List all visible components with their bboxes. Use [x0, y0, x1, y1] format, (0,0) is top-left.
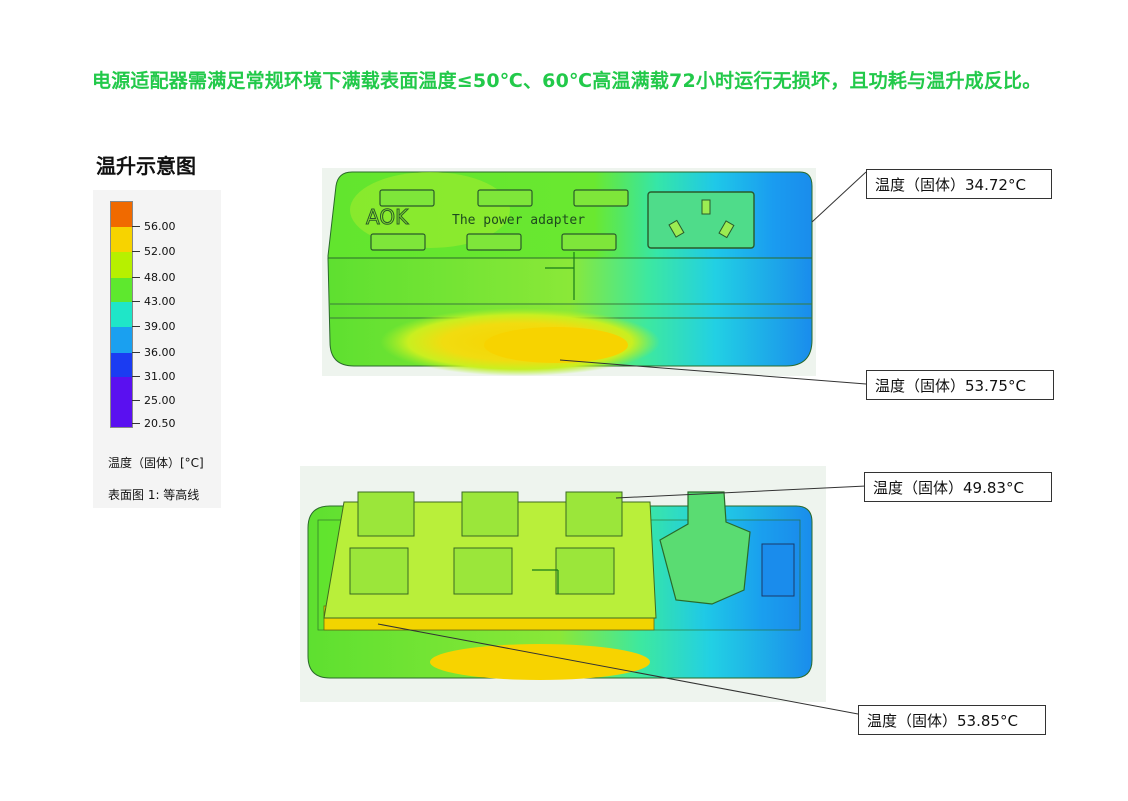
- usb-port-group-bottom: [349, 491, 623, 595]
- tick-label-39: 39.00: [144, 320, 176, 333]
- brand-tagline: The power adapter: [452, 213, 585, 228]
- assembled-adapter-model: AOK The power adapter: [322, 168, 816, 376]
- ac-socket: [647, 191, 755, 249]
- side-switch: [761, 543, 795, 597]
- brand-logo: AOK: [366, 205, 409, 229]
- tick-mark: [132, 423, 140, 424]
- callout-34-72: 温度（固体）34.72°C: [866, 169, 1052, 199]
- color-band-52: [111, 227, 132, 252]
- color-band-31: [111, 353, 132, 377]
- socket-housing: [659, 491, 751, 605]
- tick-mark: [132, 400, 140, 401]
- color-band-43: [111, 278, 132, 302]
- tick-mark: [132, 376, 140, 377]
- callout-53-85: 温度（固体）53.85°C: [858, 705, 1046, 735]
- tick-label-48: 48.00: [144, 271, 176, 284]
- legend-plot-name: 表面图 1: 等高线: [108, 488, 200, 502]
- callout-53-75: 温度（固体）53.75°C: [866, 370, 1054, 400]
- color-scale-bar: [110, 201, 133, 428]
- tick-label-52: 52.00: [144, 245, 176, 258]
- tick-label-36: 36.00: [144, 346, 176, 359]
- tick-label-20-50: 20.50: [144, 417, 176, 430]
- callout-leader-lines: [377, 171, 867, 715]
- opened-housing-model: [300, 466, 826, 702]
- tick-label-31: 31.00: [144, 370, 176, 383]
- hotspot-core: [484, 327, 628, 363]
- tick-mark: [132, 251, 140, 252]
- usb-port-group-top: [370, 189, 629, 251]
- legend-title: 温升示意图: [96, 154, 196, 178]
- color-band-56: [111, 202, 132, 227]
- tick-label-43: 43.00: [144, 295, 176, 308]
- headline: 电源适配器需满足常规环境下满载表面温度≤50℃、60℃高温满载72小时运行无损坏…: [92, 70, 1042, 92]
- tick-mark: [132, 352, 140, 353]
- tick-mark: [132, 326, 140, 327]
- color-band-39: [111, 302, 132, 327]
- tick-mark: [132, 226, 140, 227]
- tick-label-25: 25.00: [144, 394, 176, 407]
- legend-unit-label: 温度（固体）[°C]: [108, 456, 204, 470]
- color-band-36: [111, 327, 132, 353]
- callout-49-83: 温度（固体）49.83°C: [864, 472, 1052, 502]
- tick-label-56: 56.00: [144, 220, 176, 233]
- tick-mark: [132, 301, 140, 302]
- hotspot-bottom: [430, 644, 650, 680]
- color-band-25: [111, 377, 132, 427]
- color-band-48: [111, 252, 132, 278]
- tick-mark: [132, 277, 140, 278]
